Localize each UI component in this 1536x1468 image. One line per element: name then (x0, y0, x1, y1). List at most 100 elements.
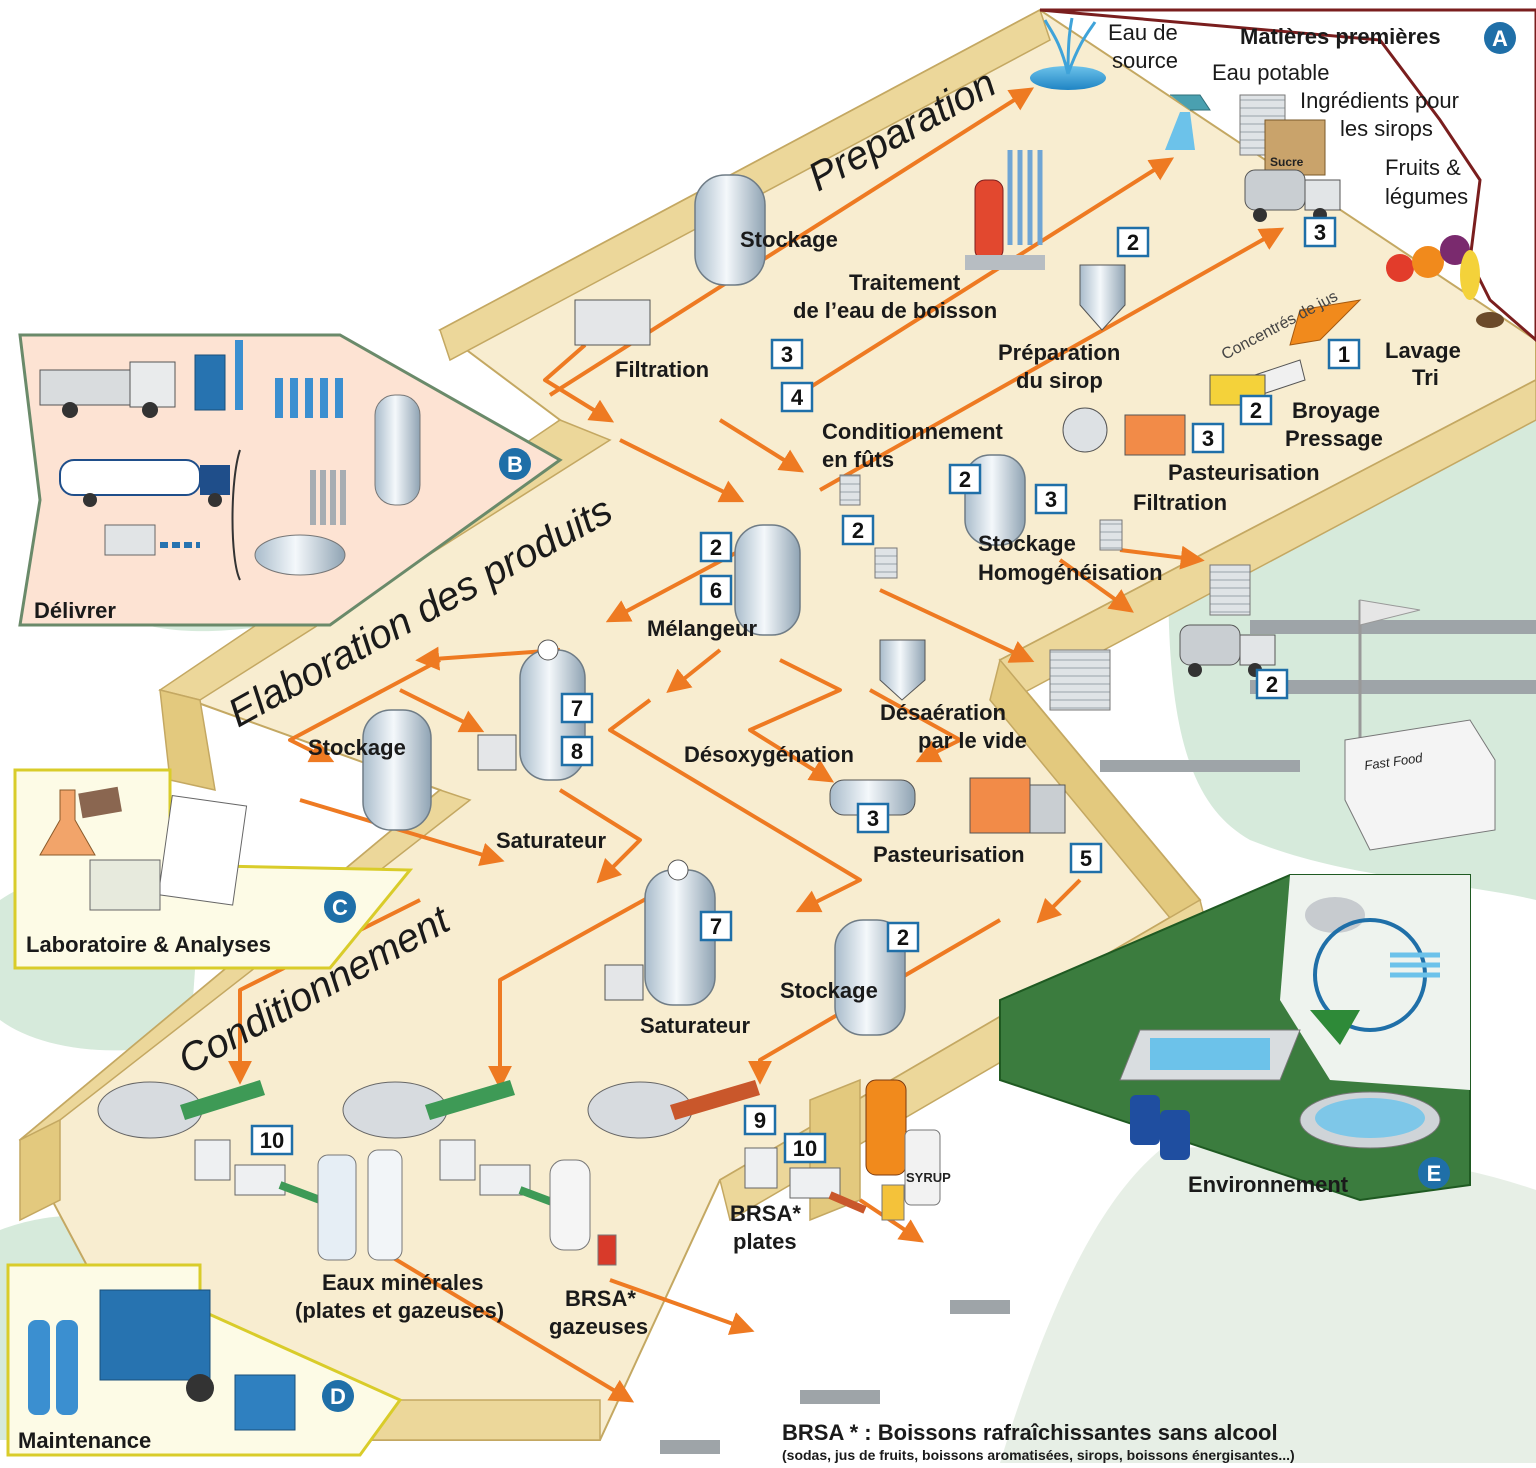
filtration-right-label: Filtration (1133, 490, 1227, 515)
cond-futs-label-2: en fûts (822, 447, 894, 472)
eau-potable-label: Eau potable (1212, 60, 1329, 85)
traitement-label: Traitement (849, 270, 961, 295)
stockage-top-label: Stockage (740, 227, 838, 252)
centrifuge-icon (1062, 407, 1108, 453)
step-number: 8 (560, 735, 594, 767)
svg-text:C: C (332, 895, 348, 920)
panel-b-title: Délivrer (34, 598, 116, 623)
ingredients-label: Ingrédients pour (1300, 88, 1459, 113)
water-treatment-icon (965, 150, 1045, 270)
svg-text:6: 6 (710, 578, 722, 603)
step-number: 7 (699, 910, 733, 942)
desaeration-label: Désaération (880, 700, 1006, 725)
syrup-label: SYRUP (906, 1170, 951, 1185)
recycle-icon (1310, 1010, 1360, 1045)
desaeration-label-2: par le vide (918, 728, 1027, 753)
cond-futs-label: Conditionnement (822, 419, 1004, 444)
right-truck-icon (1179, 624, 1276, 677)
saturateur-1-label: Saturateur (496, 828, 606, 853)
panel-delivrer: Délivrer B (18, 333, 563, 627)
brsa-gazeuses-label: BRSA* (565, 1286, 636, 1311)
svg-text:D: D (330, 1384, 346, 1409)
panel-a-title: Matières premières (1240, 24, 1441, 49)
process-labels: Stockage Traitement de l’eau de boisson … (295, 227, 1461, 1339)
eaux-minerales-label: Eaux minérales (322, 1270, 483, 1295)
svg-text:2: 2 (1250, 398, 1262, 423)
fountain-icon (1030, 66, 1106, 90)
panel-matieres-premieres: Eau de source Matières premières A Eau p… (1030, 8, 1536, 342)
brsa-plates-label-2: plates (733, 1229, 797, 1254)
step-number: 2 (841, 514, 875, 546)
step-number: 10 (783, 1132, 827, 1164)
svg-text:9: 9 (754, 1108, 766, 1133)
svg-text:B: B (507, 452, 523, 477)
panel-laboratoire: Laboratoire & Analyses C (13, 768, 414, 970)
step-number: 4 (780, 381, 814, 413)
step-number: 5 (1069, 842, 1103, 874)
stockage-homo-label: Stockage (978, 531, 1076, 556)
brsa-gazeuses-label-2: gazeuses (549, 1314, 648, 1339)
pressure-gauge-icon (537, 639, 559, 661)
svg-text:5: 5 (1080, 846, 1092, 871)
eau-de-source-label-2: source (1112, 48, 1178, 73)
eaux-minerales-label-2: (plates et gazeuses) (295, 1298, 504, 1323)
step-number: 2 (886, 921, 920, 953)
step-number: 2 (948, 463, 982, 495)
step-number: 6 (699, 574, 733, 606)
step-number: 10 (250, 1124, 294, 1156)
svg-text:10: 10 (260, 1128, 284, 1153)
homogeneisation-label: Homogénéisation (978, 560, 1163, 585)
desaeration-tank (879, 639, 926, 701)
svg-text:2: 2 (852, 518, 864, 543)
road-pipes (660, 620, 1536, 1454)
footnote: BRSA * : Boissons rafraîchissantes sans … (782, 1420, 1295, 1463)
svg-text:3: 3 (1045, 487, 1057, 512)
svg-text:2: 2 (959, 467, 971, 492)
pasteurisation-top-label: Pasteurisation (1168, 460, 1320, 485)
ingredient-barrels-icon: Sucre (1239, 94, 1326, 176)
svg-text:4: 4 (791, 385, 804, 410)
fruits-label-2: légumes (1385, 184, 1468, 209)
svg-text:10: 10 (793, 1136, 817, 1161)
svg-text:3: 3 (1314, 220, 1326, 245)
saturateur-2-label: Saturateur (640, 1013, 750, 1038)
step-number: 3 (1303, 216, 1337, 248)
prep-sirop-label-2: du sirop (1016, 368, 1103, 393)
step-number: 3 (1191, 422, 1225, 454)
pasteurisation-mid-icon (969, 777, 1031, 834)
panel-d-badge: D (322, 1380, 354, 1412)
svg-text:2: 2 (710, 535, 722, 560)
tri-label: Tri (1412, 365, 1439, 390)
bottles-icon: SYRUP (317, 1079, 951, 1266)
svg-text:2: 2 (1127, 230, 1139, 255)
step-number: 2 (1255, 668, 1289, 700)
panel-e-title: Environnement (1188, 1172, 1349, 1197)
svg-text:3: 3 (1202, 426, 1214, 451)
step-number: 3 (770, 338, 804, 370)
panel-d-title: Maintenance (18, 1428, 151, 1453)
desoxygenation-label: Désoxygénation (684, 742, 854, 767)
step-number: 9 (743, 1104, 777, 1136)
svg-text:3: 3 (781, 342, 793, 367)
stockage-left-label: Stockage (308, 735, 406, 760)
svg-text:1: 1 (1338, 342, 1350, 367)
step-number: 2 (1239, 394, 1273, 426)
svg-text:8: 8 (571, 739, 583, 764)
svg-text:2: 2 (897, 925, 909, 950)
panel-environnement: Environnement E (999, 874, 1471, 1202)
lavage-label: Lavage (1385, 338, 1461, 363)
pasteurisation-mid-label: Pasteurisation (873, 842, 1025, 867)
step-number: 1 (1327, 338, 1361, 370)
step-number: 2 (1116, 226, 1150, 258)
step-number: 3 (1034, 483, 1068, 515)
sirop-tank (1079, 264, 1126, 331)
svg-text:2: 2 (1266, 672, 1278, 697)
step-number: 7 (560, 692, 594, 724)
pasteurisation-top-icon (1124, 414, 1186, 456)
washing-conveyor-icon (1289, 299, 1362, 346)
step-number: 3 (856, 802, 890, 834)
stockage-left-tank (362, 709, 432, 831)
footnote-line-1: BRSA * : Boissons rafraîchissantes sans … (782, 1420, 1278, 1445)
